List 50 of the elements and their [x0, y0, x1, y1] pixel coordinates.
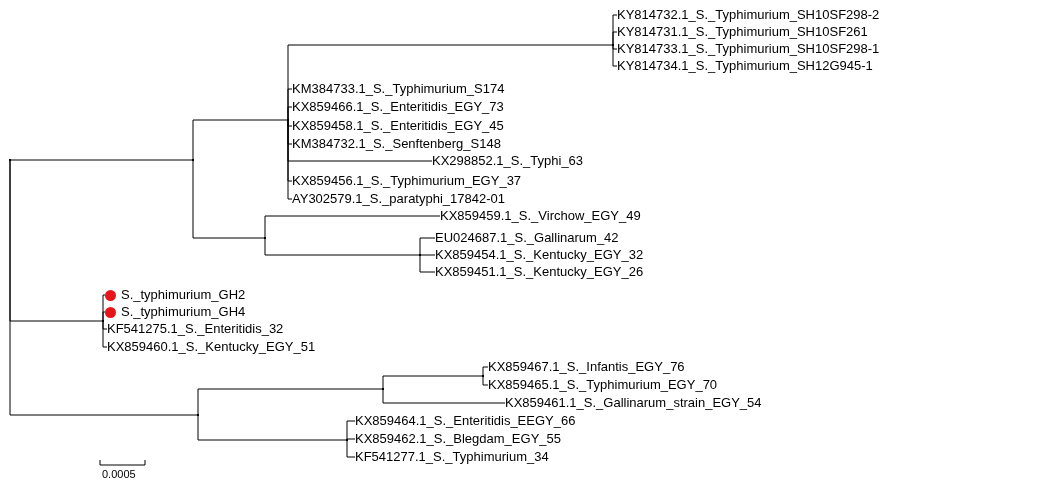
- taxon-label: KX859454.1_S._Kentucky_EGY_32: [435, 246, 644, 265]
- tree-branch: [346, 420, 356, 441]
- tree-branch: [192, 159, 266, 239]
- tree-branch: [482, 366, 489, 377]
- tree-branch: [382, 375, 484, 390]
- taxon-label: AY302579.1_S._paratyphi_17842-01: [292, 190, 505, 209]
- taxon-label: KX859464.1_S._Enteritidis_EEGY_66: [355, 412, 576, 431]
- taxon-label: KF541275.1_S._Enteritidis_32: [107, 320, 284, 339]
- taxon-label: KY814731.1_S._Typhimurium_SH10SF261: [617, 23, 868, 42]
- tree-branch: [9, 159, 194, 161]
- taxon-label: KX298852.1_S._Typhi_63: [432, 152, 584, 171]
- tree-branch: [419, 237, 436, 256]
- tree-branch: [264, 215, 441, 239]
- tree-branch: [482, 375, 489, 386]
- taxon-label: KM384732.1_S._Senftenberg_S148: [292, 135, 501, 154]
- tree-branch: [264, 237, 421, 256]
- tree-branch: [382, 388, 506, 404]
- taxon-label: KX859451.1_S._Kentucky_EGY_26: [435, 263, 644, 282]
- taxon-label: KX859456.1_S._Typhimurium_EGY_37: [292, 172, 522, 191]
- taxon-label: KX859465.1_S._Typhimurium_EGY_70: [488, 376, 718, 395]
- tree-branch: [197, 414, 348, 441]
- taxon-label: KF541277.1_S._Typhimurium_34: [355, 448, 549, 467]
- taxon-label: S._typhimurium_GH2: [121, 286, 246, 305]
- tree-branch: [419, 254, 436, 273]
- taxon-label: EU024687.1_S._Gallinarum_42: [435, 229, 619, 248]
- tree-branch: [102, 320, 108, 348]
- taxon-label: KX859467.1_S._Infantis_EGY_76: [488, 358, 685, 377]
- tree-branch: [287, 119, 293, 200]
- scale-label: 0.0005: [102, 467, 136, 482]
- tree-branch: [612, 31, 618, 46]
- taxon-label: KX859460.1_S._Kentucky_EGY_51: [107, 338, 316, 357]
- taxon-label: KX859459.1_S._Virchow_EGY_49: [440, 207, 641, 226]
- tree-branch: [9, 159, 199, 416]
- taxon-label: KY814733.1_S._Typhimurium_SH10SF298-1: [617, 40, 880, 59]
- tree-branch: [612, 44, 618, 67]
- tree-branch: [346, 438, 356, 441]
- tree-branch: [419, 254, 436, 256]
- tree-branch: [287, 106, 293, 121]
- taxon-label: KX859461.1_S._Gallinarum_strain_EGY_54: [505, 394, 762, 413]
- taxon-label: KX859462.1_S._Blegdam_EGY_55: [355, 430, 561, 449]
- tree-branch: [192, 119, 289, 161]
- taxon-label: KM384733.1_S._Typhimurium_S174: [292, 80, 505, 99]
- taxon-label: KX859466.1_S._Enteritidis_EGY_73: [292, 98, 504, 117]
- taxon-label: S._typhimurium_GH4: [121, 303, 246, 322]
- tree-branch: [102, 311, 106, 322]
- taxon-label: KX859458.1_S._Enteritidis_EGY_45: [292, 117, 504, 136]
- taxon-label: KY814732.1_S._Typhimurium_SH10SF298-2: [617, 6, 880, 25]
- taxon-label: KY814734.1_S._Typhimurium_SH12G945-1: [617, 57, 873, 76]
- tree-branch: [197, 388, 384, 416]
- tree-branch: [346, 439, 356, 458]
